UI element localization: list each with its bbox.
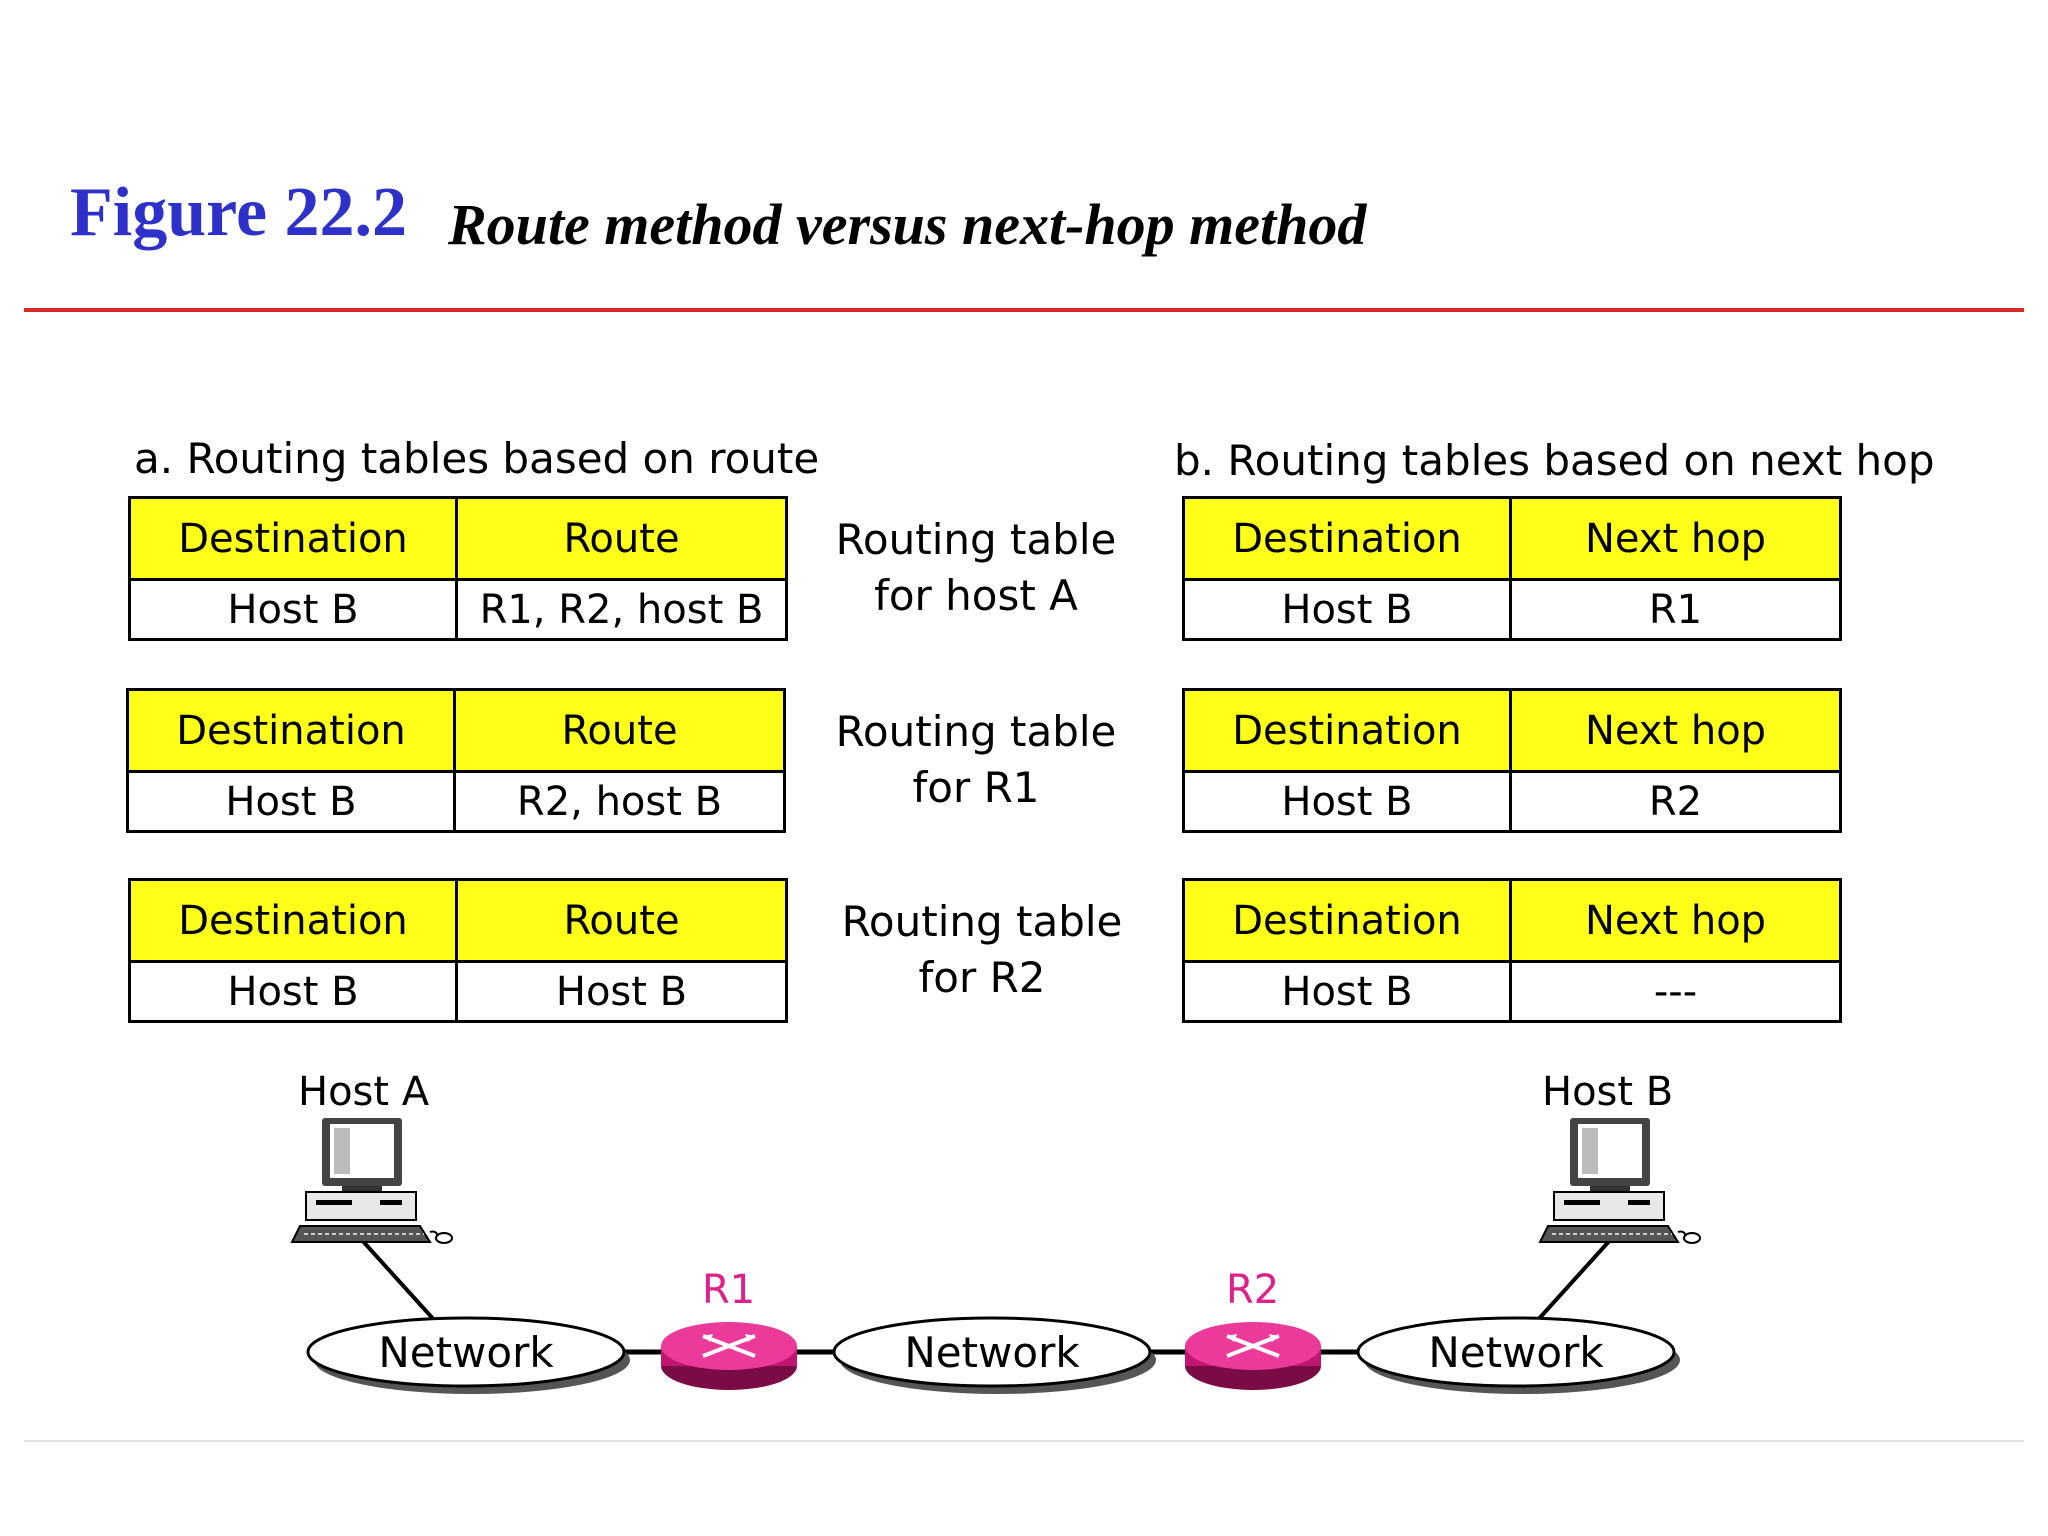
route-table-r1: Destination Route Host B R2, host B (126, 688, 786, 833)
table-cell-next-hop: --- (1653, 968, 1698, 1015)
router-r1-label: R1 (702, 1267, 756, 1313)
section-a-label: a. Routing tables based on route (134, 434, 820, 483)
table-cell-destination: Host B (129, 773, 456, 830)
section-b-label: b. Routing tables based on next hop (1174, 436, 1935, 485)
label-line-2: for host A (874, 571, 1078, 620)
table-cell-route: R2, host B (516, 778, 723, 825)
link-host-a (358, 1236, 438, 1324)
nexthop-table-r2: Destination Next hop Host B --- (1182, 878, 1842, 1023)
router-r1-icon (661, 1322, 797, 1390)
label-line-1: Routing table (835, 515, 1117, 564)
table-cell-route: R1, R2, host B (479, 586, 764, 633)
host-a-computer-icon (290, 1118, 453, 1244)
table-cell-next-hop: R2 (1648, 778, 1703, 825)
table-cell-destination: Host B (1185, 581, 1512, 638)
table-header-next-hop: Next hop (1512, 691, 1839, 773)
table-cell-next-hop: R1 (1648, 586, 1703, 633)
network-label-2: Network (904, 1328, 1080, 1377)
label-line-2: for R1 (912, 763, 1040, 812)
route-table-r2: Destination Route Host B Host B (128, 878, 788, 1023)
network-label-3: Network (1428, 1328, 1604, 1377)
host-b-label: Host B (1542, 1069, 1674, 1115)
router-r2-icon (1185, 1322, 1321, 1390)
table-cell-destination: Host B (1185, 963, 1512, 1020)
network-cloud-1 (306, 1316, 630, 1394)
host-b-computer-icon (1538, 1118, 1701, 1244)
header-divider (24, 308, 2024, 312)
table-header-route: Route (458, 881, 785, 963)
table-header-destination: Destination (1185, 881, 1512, 963)
table-header-destination: Destination (1185, 691, 1512, 773)
table-header-next-hop: Next hop (1512, 499, 1839, 581)
figure-number: Figure 22.2 (70, 174, 408, 251)
table-header-destination: Destination (1185, 499, 1512, 581)
label-routing-table-host-a: Routing table for host A (816, 512, 1136, 624)
label-routing-table-r2: Routing table for R2 (822, 894, 1142, 1006)
label-line-1: Routing table (835, 707, 1117, 756)
footer-divider (24, 1440, 2024, 1442)
table-header-destination: Destination (131, 881, 458, 963)
nexthop-table-host-a: Destination Next hop Host B R1 (1182, 496, 1842, 641)
link-host-b (1534, 1236, 1614, 1324)
table-header-route: Route (458, 499, 785, 581)
label-line-2: for R2 (918, 953, 1046, 1002)
router-r2-label: R2 (1226, 1267, 1280, 1313)
route-table-host-a: Destination Route Host B R1, R2, host B (128, 496, 788, 641)
table-cell-destination: Host B (131, 581, 458, 638)
nexthop-table-r1: Destination Next hop Host B R2 (1182, 688, 1842, 833)
table-header-destination: Destination (129, 691, 456, 773)
table-cell-destination: Host B (131, 963, 458, 1020)
network-label-1: Network (378, 1328, 554, 1377)
table-cell-destination: Host B (1185, 773, 1512, 830)
network-cloud-2 (832, 1316, 1156, 1394)
host-a-label: Host A (298, 1069, 430, 1115)
figure-title: Route method versus next-hop method (448, 192, 1367, 257)
label-routing-table-r1: Routing table for R1 (816, 704, 1136, 816)
table-header-route: Route (456, 691, 783, 773)
table-header-next-hop: Next hop (1512, 881, 1839, 963)
table-cell-route: Host B (555, 968, 688, 1015)
network-cloud-3 (1356, 1316, 1680, 1394)
table-header-destination: Destination (131, 499, 458, 581)
label-line-1: Routing table (841, 897, 1123, 946)
